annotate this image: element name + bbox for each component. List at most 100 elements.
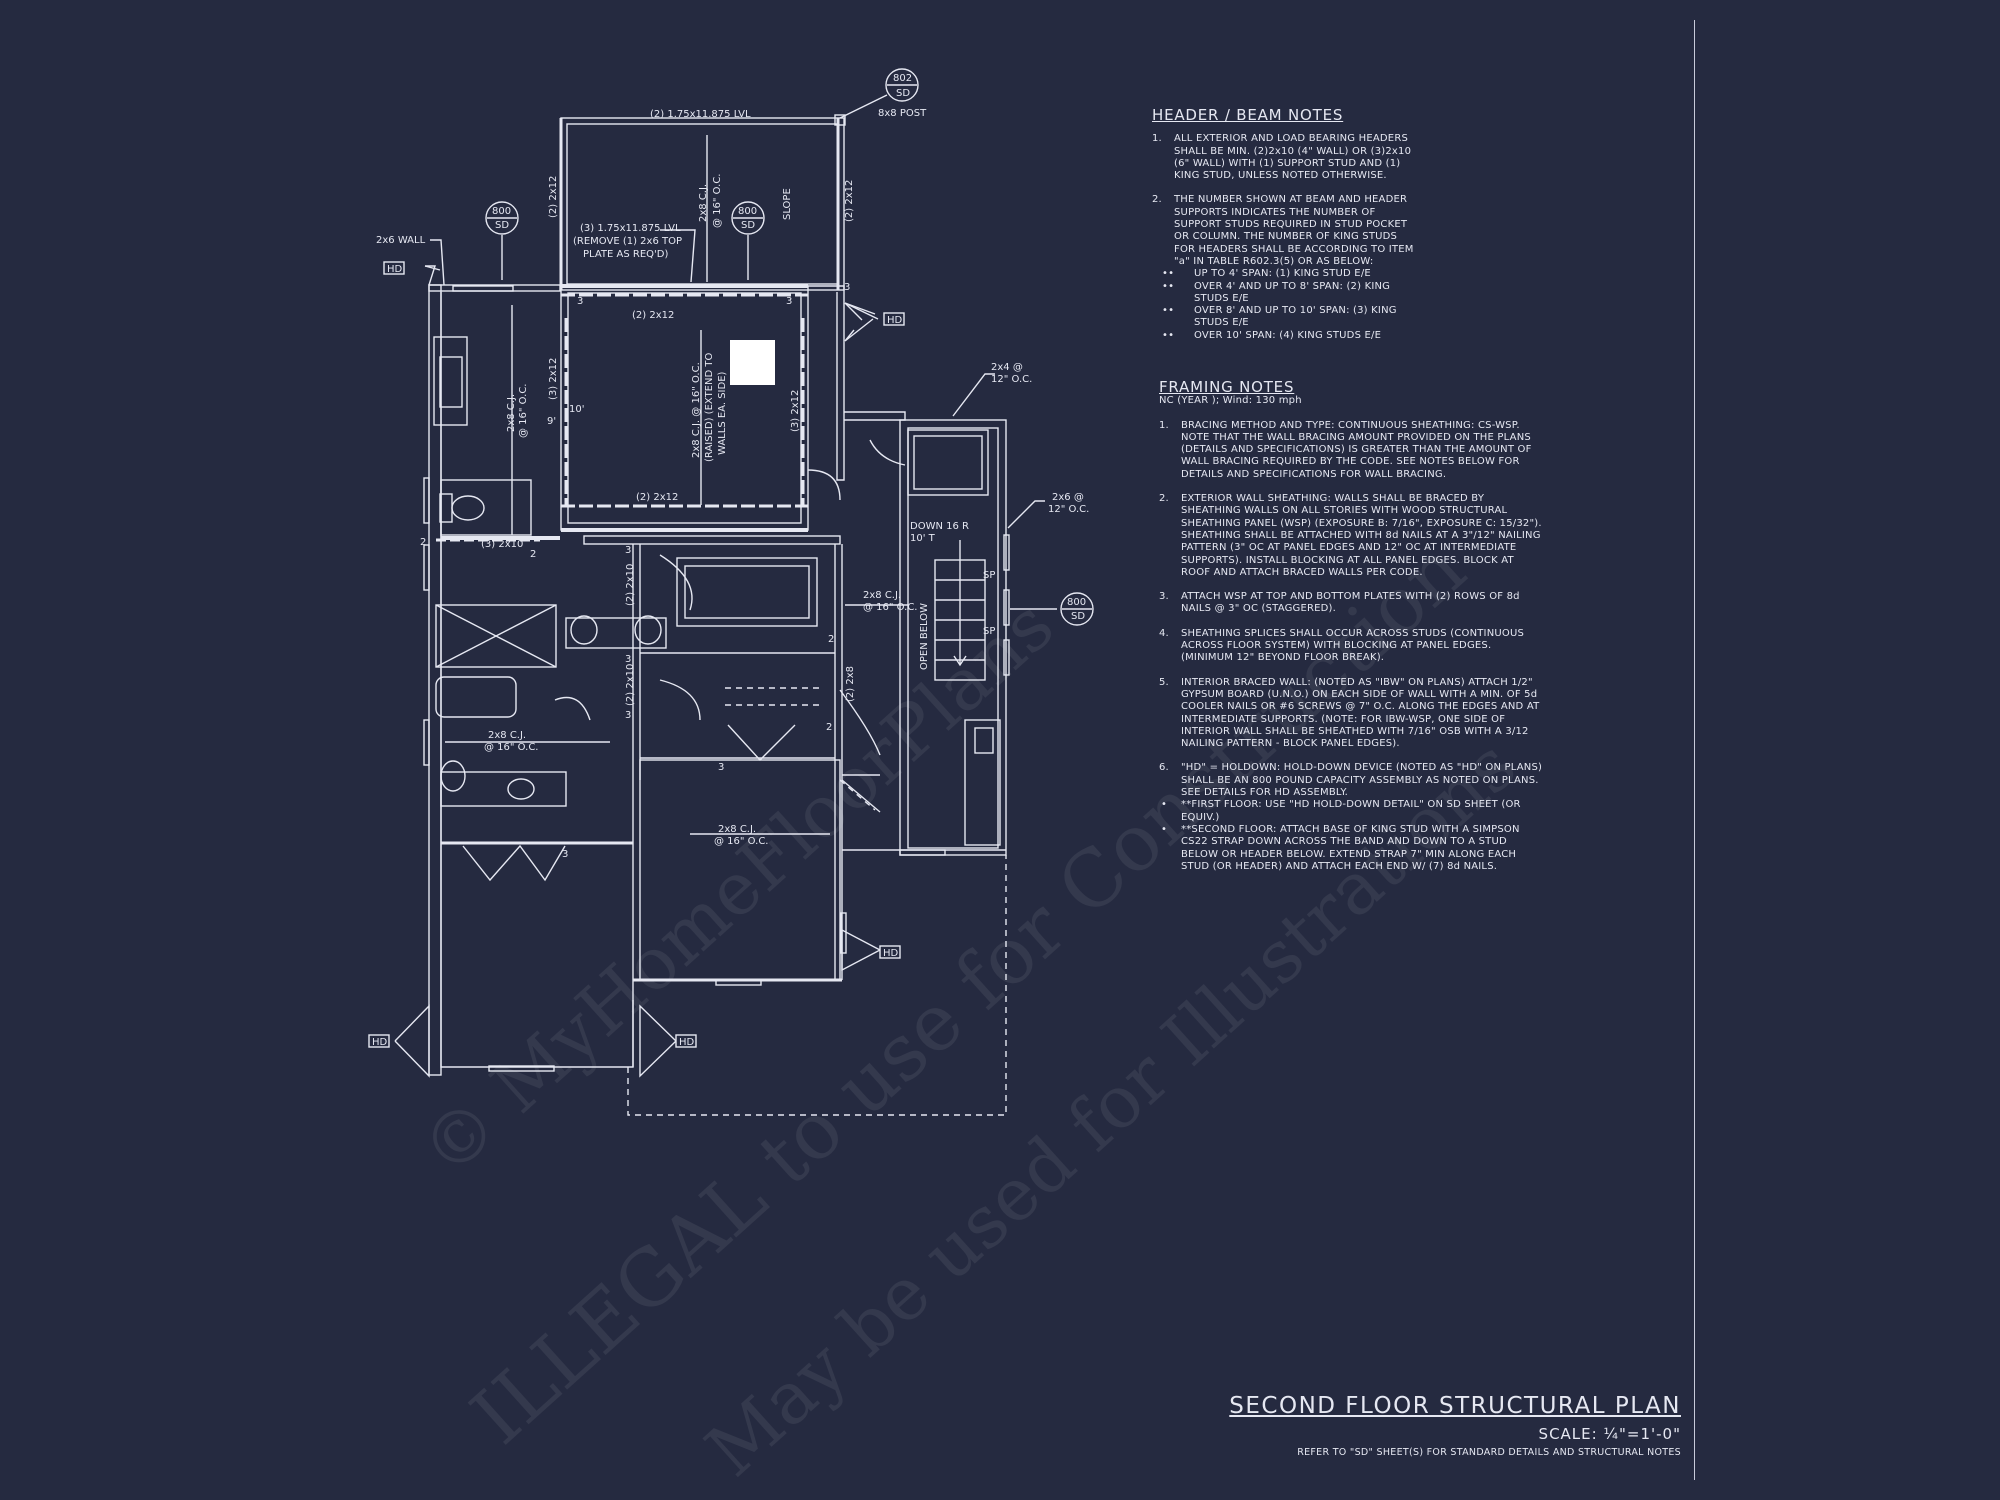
framing-note-4: 4. SHEATHING SPLICES SHALL OCCUR ACROSS … <box>1159 628 1543 665</box>
tub <box>676 557 818 627</box>
framing-note-6: 6. "HD" = HOLDOWN: HOLD-DOWN DEVICE (NOT… <box>1159 762 1543 799</box>
header-bullet-1: •• UP TO 4' SPAN: (1) KING STUD E/E <box>1152 268 1414 280</box>
label-cj-left-a: 2x8 C.J. <box>488 730 526 741</box>
closet-box <box>907 429 989 496</box>
label-num-3b: 3 <box>786 296 792 307</box>
framing-note-1: 1. BRACING METHOD AND TYPE: CONTINUOUS S… <box>1159 420 1543 481</box>
bubble-800-left-sheet: SD <box>495 220 509 231</box>
label-2x12-top: (2) 2x12 <box>632 310 674 321</box>
bubble-800-right-number: 800 <box>1067 597 1086 608</box>
framing-note-6-text: "HD" = HOLDOWN: HOLD-DOWN DEVICE (NOTED … <box>1181 762 1543 799</box>
label-2x6-a: 2x6 @ <box>1052 492 1084 503</box>
framing-note-1-number: 1. <box>1159 419 1169 431</box>
header-bullet-1-mark: •• <box>1162 268 1175 280</box>
wall-left-inner <box>440 292 634 1068</box>
framing-bullet-1-text: **FIRST FLOOR: USE "HD HOLD-DOWN DETAIL"… <box>1181 799 1521 823</box>
header-note-1-text: ALL EXTERIOR AND LOAD BEARING HEADERS SH… <box>1174 133 1412 182</box>
header-note-2-text: THE NUMBER SHOWN AT BEAM AND HEADER SUPP… <box>1174 194 1414 267</box>
room-bonus <box>560 285 809 531</box>
header-bullet-2-mark: •• <box>1162 280 1175 292</box>
label-3-2x10: (3) 2x10 <box>481 539 523 550</box>
label-2x10-vert-b: (2) 2x10 <box>625 664 636 706</box>
framing-note-4-number: 4. <box>1159 627 1169 639</box>
header-bullet-4-text: OVER 10' SPAN: (4) KING STUDS E/E <box>1194 329 1382 341</box>
hd-label-5: HD <box>372 1037 388 1048</box>
framing-bullet-1: • **FIRST FLOOR: USE "HD HOLD-DOWN DETAI… <box>1159 799 1543 824</box>
label-cj-mid-b: @ 16" O.C. <box>863 602 918 613</box>
label-num-2c: 2 <box>828 634 834 645</box>
label-10ft: 10' <box>569 404 584 415</box>
label-open-below: OPEN BELOW <box>919 603 930 670</box>
label-cj-bot-b: @ 16" O.C. <box>714 836 769 847</box>
framing-note-5: 5. INTERIOR BRACED WALL: (NOTED AS "IBW"… <box>1159 677 1543 751</box>
bedroom <box>639 759 841 981</box>
label-8x8-post: 8x8 POST <box>878 108 927 119</box>
framing-note-2-number: 2. <box>1159 493 1169 505</box>
header-bullet-3-text: OVER 8' AND UP TO 10' SPAN: (3) KING STU… <box>1194 305 1397 329</box>
header-notes-title: HEADER / BEAM NOTES <box>1152 106 1344 124</box>
header-beam-notes: HEADER / BEAM NOTES 1. ALL EXTERIOR AND … <box>1152 106 1414 342</box>
label-cj-left-b: @ 16" O.C. <box>484 742 539 753</box>
header-note-1-number: 1. <box>1152 133 1162 145</box>
stair-hall <box>899 419 1007 856</box>
label-num-3c: 3 <box>844 282 850 293</box>
header-bullet-2-text: OVER 4' AND UP TO 8' SPAN: (2) KING STUD… <box>1194 280 1391 304</box>
framing-bullet-2: • **SECOND FLOOR: ATTACH BASE OF KING ST… <box>1159 824 1543 873</box>
label-num-3g: 3 <box>718 762 724 773</box>
label-down-16r: DOWN 16 R <box>910 521 969 532</box>
label-2x8-vert: (2) 2x8 <box>845 666 856 702</box>
label-lvl-3-c: PLATE AS REQ'D) <box>583 249 668 260</box>
bubble-800-mid-sheet: SD <box>741 220 755 231</box>
label-raised-b: (RAISED) (EXTEND TO <box>704 353 715 462</box>
framing-notes-title: FRAMING NOTES <box>1159 378 1295 396</box>
framing-note-5-text: INTERIOR BRACED WALL: (NOTED AS "IBW" ON… <box>1181 676 1540 750</box>
bubble-802-sheet: SD <box>896 88 910 99</box>
label-2x12-vert-2: (2) 2x12 <box>844 180 855 222</box>
label-3-2x12-right: (3) 2x12 <box>790 390 801 432</box>
bubble-800-mid-number: 800 <box>738 206 757 217</box>
label-slope: SLOPE <box>782 188 793 220</box>
label-num-3d: 3 <box>625 545 631 556</box>
label-num-2d: 2 <box>826 722 832 733</box>
label-num-3h: 3 <box>562 849 568 860</box>
wc-top <box>440 479 532 536</box>
label-2x4-a: 2x4 @ <box>991 362 1023 373</box>
wall-left-exterior <box>428 284 442 1076</box>
framing-note-2-text: EXTERIOR WALL SHEATHING: WALLS SHALL BE … <box>1181 493 1542 578</box>
label-cj-left-vert-b: @ 16" O.C. <box>518 384 529 439</box>
bubble-800-right-sheet: SD <box>1071 611 1085 622</box>
header-bullet-4-mark: •• <box>1162 329 1175 341</box>
sheet-border-line <box>1694 20 1695 1480</box>
label-num-2b: 2 <box>530 549 536 560</box>
wall-mid-top <box>583 535 841 545</box>
header-bullet-1-text: UP TO 4' SPAN: (1) KING STUD E/E <box>1194 268 1371 280</box>
framing-note-3-number: 3. <box>1159 591 1169 603</box>
framing-bullet-2-mark: • <box>1161 823 1168 835</box>
header-bullet-2: •• OVER 4' AND UP TO 8' SPAN: (2) KING S… <box>1152 281 1414 306</box>
sheet-scale: SCALE: ¼"=1'-0" <box>1538 1425 1681 1443</box>
hd-label-2: HD <box>887 315 903 326</box>
vanity-left <box>440 771 567 807</box>
label-2x6-wall: 2x6 WALL <box>376 235 426 246</box>
bubble-802-number: 802 <box>893 73 912 84</box>
hd-label-1: HD <box>387 264 403 275</box>
hd-label-4: HD <box>679 1037 695 1048</box>
header-bullet-3-mark: •• <box>1162 305 1175 317</box>
label-lvl-3-b: (REMOVE (1) 2x6 TOP <box>573 236 682 247</box>
header-note-1: 1. ALL EXTERIOR AND LOAD BEARING HEADERS… <box>1152 133 1414 182</box>
header-note-2: 2. THE NUMBER SHOWN AT BEAM AND HEADER S… <box>1152 194 1414 268</box>
label-2x12-bottom: (2) 2x12 <box>636 492 678 503</box>
label-cj-top-a: 2x8 C.J. <box>698 184 709 222</box>
bubble-800-left-number: 800 <box>492 206 511 217</box>
label-9ft: 9' <box>547 416 556 427</box>
label-2x10-vert-a: (2) 2x10 <box>625 564 636 606</box>
sheet-reference-note: REFER TO "SD" SHEET(S) FOR STANDARD DETA… <box>1297 1447 1681 1458</box>
framing-note-6-number: 6. <box>1159 762 1169 774</box>
label-num-2a: 2 <box>420 537 426 548</box>
label-2x12-vert-1: (2) 2x12 <box>548 176 559 218</box>
label-3-2x12-left: (3) 2x12 <box>548 358 559 400</box>
tub-left <box>435 676 517 718</box>
framing-bullet-2-text: **SECOND FLOOR: ATTACH BASE OF KING STUD… <box>1181 823 1520 872</box>
header-bullet-3: •• OVER 8' AND UP TO 10' SPAN: (3) KING … <box>1152 305 1414 330</box>
